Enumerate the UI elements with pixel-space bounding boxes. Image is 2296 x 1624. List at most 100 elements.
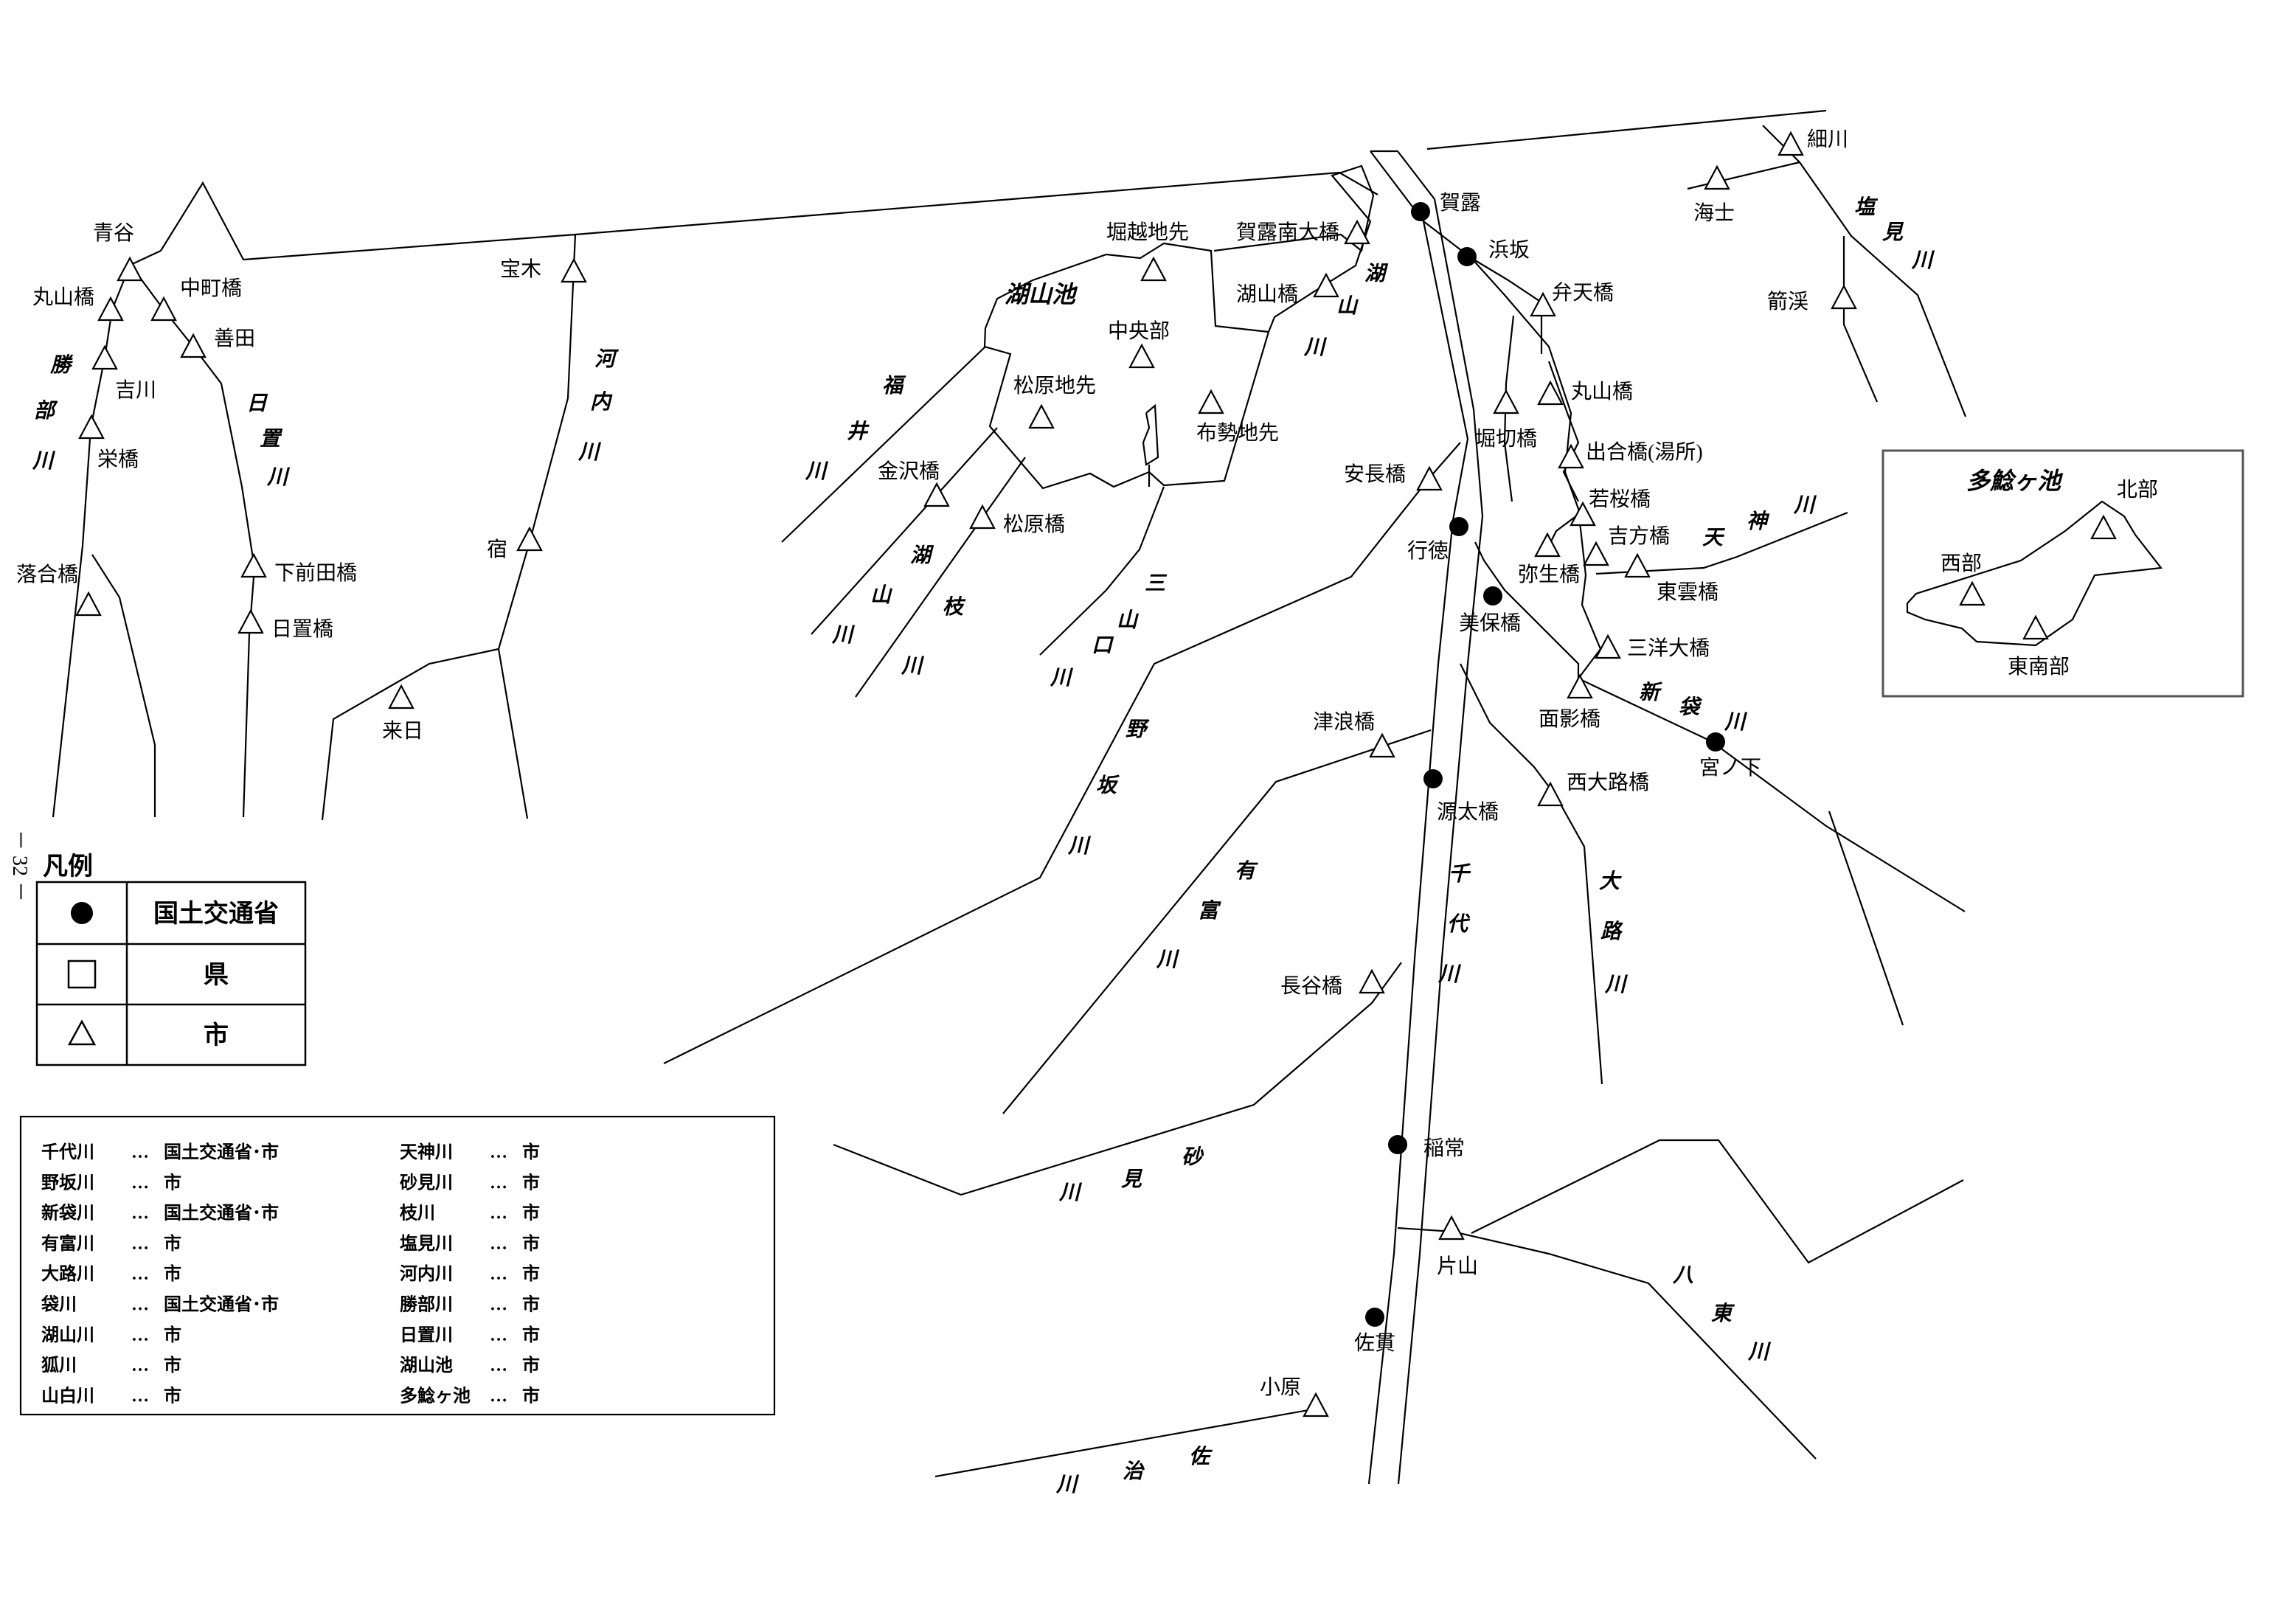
saji-river xyxy=(934,1407,1317,1478)
fukui-char-3: 川 xyxy=(805,460,829,483)
tanegaike-outline xyxy=(1906,500,2163,647)
katayama-label: 片山 xyxy=(1437,1255,1478,1278)
jurisdiction-left-river-1: 野坂川 xyxy=(41,1173,94,1193)
nishioji-marker xyxy=(1537,781,1564,807)
jurisdiction-right-sep-2: … xyxy=(490,1204,507,1224)
tsunami-marker xyxy=(1369,732,1395,758)
fukui-char-2: 井 xyxy=(847,420,870,443)
kaishi-marker xyxy=(1704,164,1730,190)
fuse-label: 布勢地先 xyxy=(1196,421,1279,445)
kouchi-branch xyxy=(497,648,529,819)
koyama-pond-shore xyxy=(983,242,1270,490)
jurisdiction-left-sep-8: … xyxy=(131,1387,149,1406)
jurisdiction-left-owner-1: 市 xyxy=(164,1172,181,1193)
shuku-label: 宿 xyxy=(487,538,507,561)
maruyama-e-marker xyxy=(1537,380,1564,406)
gyotoku-label: 行徳 xyxy=(1407,539,1449,563)
kouchi-char-2: 内 xyxy=(590,391,613,414)
miho-label: 美保橋 xyxy=(1459,611,1521,635)
nakamachi-marker xyxy=(150,296,177,322)
kozu-label: 箭渓 xyxy=(1767,290,1808,313)
jurisdiction-right-river-8: 多鯰ヶ池 xyxy=(400,1385,471,1406)
jurisdiction-frame xyxy=(19,1115,776,1416)
saji-char-1: 佐 xyxy=(1189,1445,1213,1468)
kouchi-char-3: 川 xyxy=(578,441,602,464)
miho-channel xyxy=(1474,541,1580,693)
shiomi-char-2: 見 xyxy=(1882,221,1904,244)
sakae-marker xyxy=(78,414,105,440)
tanegaike-seibu-label: 西部 xyxy=(1940,552,1982,575)
karo-minami-label: 賀露南大橋 xyxy=(1236,221,1339,244)
sanyamaguchi-char-2: 山 xyxy=(1117,609,1140,632)
jurisdiction-right-river-1: 砂見川 xyxy=(400,1173,453,1193)
koyama-s-char-2: 山 xyxy=(870,584,893,607)
saji-river-name: 佐 治 川 xyxy=(1055,1445,1213,1496)
kouchi-river xyxy=(321,234,577,821)
koyama-river-south xyxy=(811,427,998,635)
arido-river-name: 有 富 川 xyxy=(1156,859,1258,971)
sendai-char-1: 千 xyxy=(1449,863,1471,886)
jurisdiction-right-column: 天神川…市砂見川…市枝川…市塩見川…市河内川…市勝部川…市日置川…市湖山池…市多… xyxy=(400,1142,540,1406)
fukui-river-name: 福 井 川 xyxy=(805,375,906,483)
jurisdiction-left-river-6: 湖山川 xyxy=(41,1325,94,1345)
yoshikata-label: 吉方橋 xyxy=(1608,524,1670,548)
sanyamaguchi-char-3: 口 xyxy=(1092,634,1114,657)
sunami-char-1: 砂 xyxy=(1182,1146,1204,1169)
kanazawa-label: 金沢橋 xyxy=(878,459,940,483)
yayoi-marker xyxy=(1534,532,1561,558)
eda-river-name: 枝 川 xyxy=(901,596,966,678)
jurisdiction-right-owner-0: 市 xyxy=(522,1142,540,1162)
nosaka-char-3: 川 xyxy=(1067,835,1092,858)
deai-marker xyxy=(1558,443,1584,469)
jurisdiction-right-river-7: 湖山池 xyxy=(400,1356,453,1375)
jurisdiction-right-owner-7: 市 xyxy=(522,1355,540,1375)
katsube-branch xyxy=(91,554,156,817)
touun-marker xyxy=(1624,552,1651,578)
zenda-marker xyxy=(180,333,207,358)
sanyo-marker xyxy=(1595,634,1621,659)
obara-label: 小原 xyxy=(1260,1376,1301,1399)
jurisdiction-right-sep-3: … xyxy=(490,1235,507,1254)
inatsune-label: 稲常 xyxy=(1423,1137,1465,1160)
city-stations xyxy=(75,131,1857,1417)
hosokawa-marker xyxy=(1778,131,1804,156)
ochiai-label: 落合橋 xyxy=(16,563,78,586)
page-number: － 32 － xyxy=(8,830,31,902)
jurisdiction-right-owner-8: 市 xyxy=(522,1385,540,1406)
maruyama-e-label: 丸山橋 xyxy=(1571,380,1633,403)
tsunami-label: 津浪橋 xyxy=(1313,710,1375,734)
jurisdiction-table: 千代川…国土交通省･市野坂川…市新袋川…国土交通省･市有富川…市大路川…市袋川…… xyxy=(19,1115,776,1416)
sanyamaguchi-char-1: 三 xyxy=(1145,572,1168,595)
legend-city-label: 市 xyxy=(204,1021,229,1049)
jurisdiction-left-river-7: 狐川 xyxy=(41,1355,77,1375)
jurisdiction-right-owner-6: 市 xyxy=(522,1325,540,1345)
shintai-char-1: 新 xyxy=(1639,681,1663,704)
koyama-island xyxy=(1142,403,1159,466)
takaragi-marker xyxy=(561,257,587,283)
tanegaike-hokubu-label: 北部 xyxy=(2117,478,2158,502)
jurisdiction-left-river-0: 千代川 xyxy=(41,1142,94,1162)
nosaka-river xyxy=(663,442,1461,1064)
mlit-stations xyxy=(1365,202,1725,1327)
sunami-char-2: 見 xyxy=(1121,1168,1143,1191)
shintai-char-3: 川 xyxy=(1724,711,1748,734)
sendai-river-west-bank xyxy=(1367,150,1469,1485)
jurisdiction-right-river-0: 天神川 xyxy=(400,1142,453,1162)
fuse-marker xyxy=(1198,389,1224,414)
jurisdiction-left-sep-1: … xyxy=(131,1173,149,1193)
tenjin-char-1: 天 xyxy=(1702,527,1725,549)
deai-channel xyxy=(1547,361,1580,502)
tenjin-river-name: 天 神 川 xyxy=(1702,494,1817,549)
jurisdiction-right-owner-4: 市 xyxy=(522,1263,540,1284)
jurisdiction-left-owner-0: 国土交通省･市 xyxy=(164,1142,279,1162)
matsubara-chisaki-label: 松原地先 xyxy=(1013,374,1096,398)
yoshikawa-marker xyxy=(91,344,118,370)
hioki-bashi-label: 日置橋 xyxy=(271,617,333,641)
koyama-bashi-marker xyxy=(1313,272,1339,298)
kuruhi-marker xyxy=(388,684,415,709)
jurisdiction-right-owner-3: 市 xyxy=(522,1233,540,1254)
sendai-river-name: 千 代 川 xyxy=(1437,863,1471,986)
katsube-river xyxy=(52,265,131,818)
kuruhi-label: 来日 xyxy=(382,719,423,743)
gyotoku-marker xyxy=(1449,517,1468,536)
